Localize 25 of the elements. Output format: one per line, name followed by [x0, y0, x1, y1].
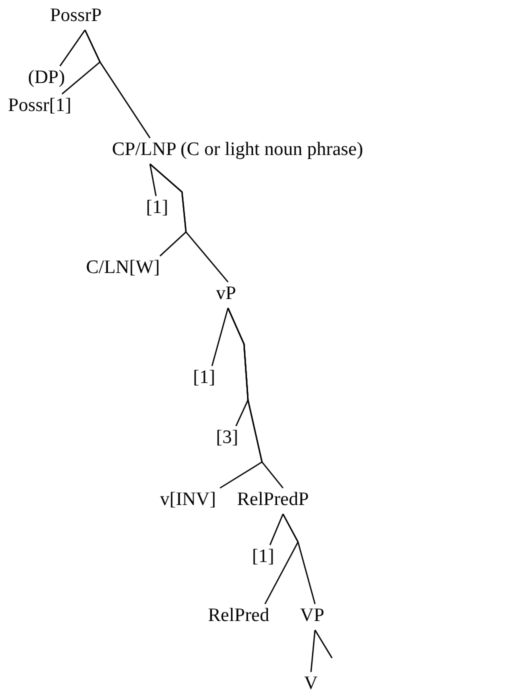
tree-node-label: [1]	[193, 366, 216, 390]
tree-node-label: Possr[1]	[8, 94, 72, 118]
tree-branch	[149, 164, 157, 196]
tree-branch	[227, 308, 284, 488]
tree-node-label: RelPred	[208, 604, 270, 628]
tree-branch	[314, 630, 333, 658]
tree-branch	[269, 514, 284, 546]
tree-node-label: [1]	[252, 545, 274, 569]
tree-node-label: VP	[300, 604, 324, 628]
tree-branch	[310, 630, 316, 672]
tree-node-label: [1]	[146, 196, 168, 220]
tree-node-label: (DP)	[28, 66, 65, 90]
tree-node-label: CP/LNP (C or light noun phrase)	[112, 138, 364, 162]
tree-branch	[84, 30, 151, 138]
tree-node-label: RelPredP	[237, 488, 309, 512]
tree-node-label: v[INV]	[160, 488, 216, 512]
tree-node-label: vP	[216, 282, 236, 306]
tree-branch	[282, 514, 316, 604]
tree-node-label: C/LN[W]	[86, 256, 160, 280]
tree-node-label: V	[304, 672, 318, 696]
tree-node-label: [3]	[216, 426, 238, 450]
tree-branch	[150, 164, 228, 282]
tree-branch	[211, 308, 229, 366]
tree-branch	[59, 30, 86, 66]
tree-node-label: PossrP	[50, 4, 102, 28]
